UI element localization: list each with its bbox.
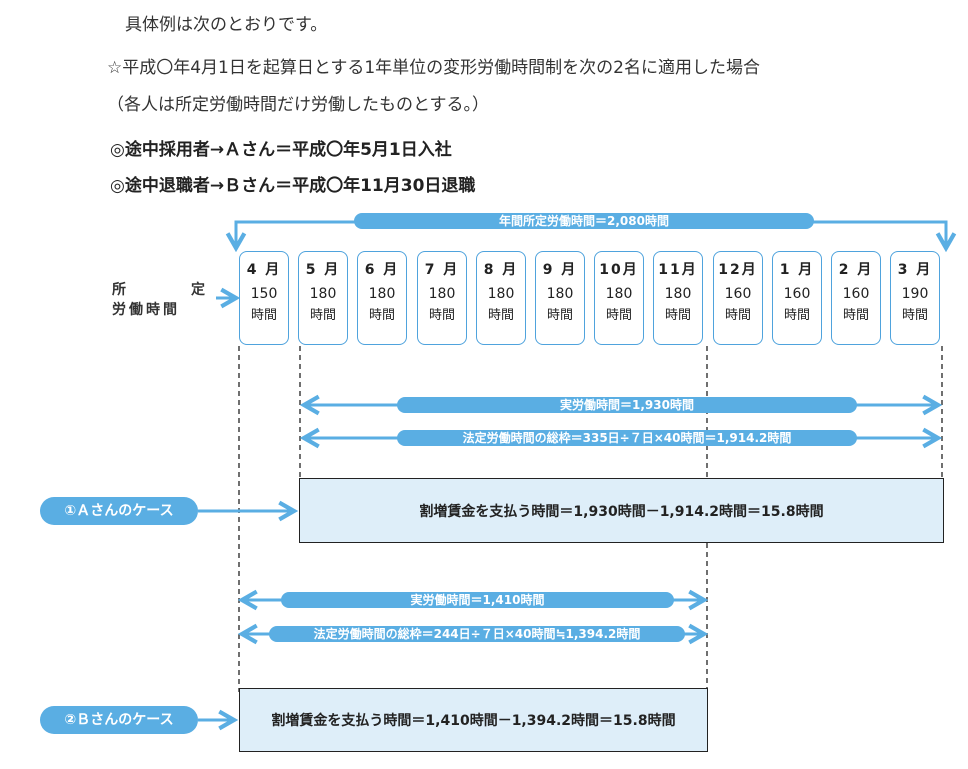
row-label: 所 定 労働時間 [112, 280, 208, 320]
month-label: 1 月 [779, 262, 815, 278]
month-box: 4 月 150 時間 [239, 251, 289, 345]
annual-hours-pill: 年間所定労働時間＝2,080時間 [354, 213, 814, 229]
month-box: 3 月 190 時間 [890, 251, 940, 345]
month-label: 6 月 [364, 262, 400, 278]
month-hours: 180 [368, 286, 396, 302]
case-b-actual-pill: 実労働時間＝1,410時間 [281, 592, 674, 608]
month-unit: 時間 [250, 308, 277, 323]
case-a-actual-pill: 実労働時間＝1,930時間 [397, 397, 857, 413]
month-box: 1 月 160 時間 [772, 251, 822, 345]
month-unit: 時間 [901, 308, 928, 323]
month-unit: 時間 [724, 308, 751, 323]
month-label: 8 月 [483, 262, 519, 278]
case-a-result-box: 割増賃金を支払う時間＝1,930時間－1,914.2時間＝15.8時間 [299, 478, 944, 543]
month-hours: 180 [546, 286, 574, 302]
month-label: 3 月 [897, 262, 933, 278]
month-hours: 160 [842, 286, 870, 302]
month-box: 12月 160 時間 [713, 251, 763, 345]
month-label: 2 月 [838, 262, 874, 278]
intro-line-1: 具体例は次のとおりです。 [125, 15, 328, 35]
month-hours: 160 [783, 286, 811, 302]
month-label: 11月 [658, 262, 698, 278]
month-unit: 時間 [309, 308, 336, 323]
month-unit: 時間 [783, 308, 810, 323]
case-a-legal-pill: 法定労働時間の総枠＝335日÷７日×40時間＝1,914.2時間 [397, 430, 857, 446]
case-a-description: ◎途中採用者→Ａさん＝平成〇年5月1日入社 [110, 140, 452, 160]
month-box: 7 月 180 時間 [417, 251, 467, 345]
month-unit: 時間 [664, 308, 691, 323]
month-box: 2 月 160 時間 [831, 251, 881, 345]
month-box: 8 月 180 時間 [476, 251, 526, 345]
month-label: 7 月 [424, 262, 460, 278]
month-unit: 時間 [546, 308, 573, 323]
month-hours: 180 [309, 286, 337, 302]
month-label: 4 月 [246, 262, 282, 278]
month-hours: 180 [664, 286, 692, 302]
month-box: 6 月 180 時間 [357, 251, 407, 345]
month-box: 11月 180 時間 [653, 251, 703, 345]
month-box: 10月 180 時間 [594, 251, 644, 345]
row-label-line-1: 所 定 [112, 282, 208, 298]
case-b-badge: ②Ｂさんのケース [40, 706, 198, 734]
row-label-line-2: 労働時間 [112, 302, 180, 318]
month-hours: 180 [605, 286, 633, 302]
month-hours: 180 [487, 286, 515, 302]
intro-line-3: （各人は所定労働時間だけ労働したものとする。） [107, 95, 489, 115]
month-label: 10月 [599, 262, 639, 278]
month-hours: 150 [250, 286, 278, 302]
month-unit: 時間 [605, 308, 632, 323]
month-unit: 時間 [487, 308, 514, 323]
month-unit: 時間 [368, 308, 395, 323]
month-label: 9 月 [542, 262, 578, 278]
month-hours: 190 [901, 286, 929, 302]
intro-line-2: ☆平成〇年4月1日を起算日とする1年単位の変形労働時間制を次の2名に適用した場合 [107, 58, 760, 78]
month-hours: 180 [428, 286, 456, 302]
month-label: 12月 [718, 262, 758, 278]
month-unit: 時間 [842, 308, 869, 323]
month-box: 9 月 180 時間 [535, 251, 585, 345]
case-b-legal-pill: 法定労働時間の総枠＝244日÷７日×40時間≒1,394.2時間 [269, 626, 685, 642]
month-label: 5 月 [305, 262, 341, 278]
case-b-description: ◎途中退職者→Ｂさん＝平成〇年11月30日退職 [110, 176, 476, 196]
month-hours: 160 [724, 286, 752, 302]
month-unit: 時間 [428, 308, 455, 323]
case-a-badge: ①Ａさんのケース [40, 497, 198, 525]
case-b-result-box: 割増賃金を支払う時間＝1,410時間－1,394.2時間＝15.8時間 [239, 688, 708, 752]
month-box: 5 月 180 時間 [298, 251, 348, 345]
